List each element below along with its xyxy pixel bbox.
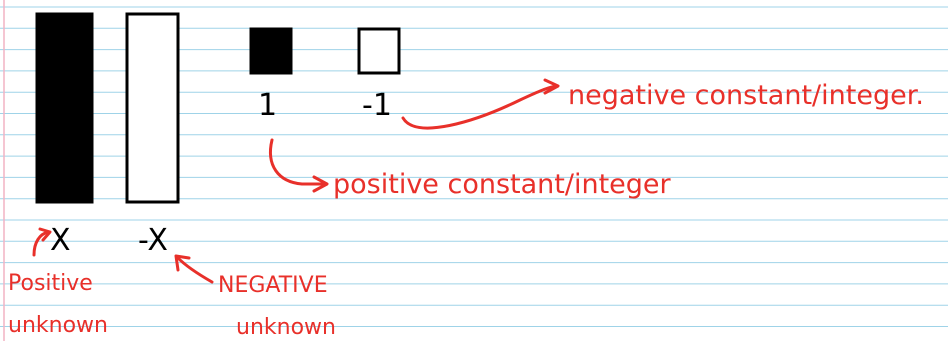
positive-unknown-tile: [35, 12, 94, 204]
negative-constant-label: negative constant/integer.: [568, 80, 924, 111]
negative-constant-tile: [357, 27, 401, 75]
negative-constant-arrowhead: [543, 78, 560, 95]
negative-unknown-arrowhead: [174, 254, 191, 272]
negative-unknown-symbol: -X: [138, 223, 168, 258]
positive-constant-symbol: 1: [258, 88, 277, 123]
negative-constant-symbol: -1: [362, 88, 392, 123]
positive-unknown-arrow: [32, 230, 50, 257]
negative-constant-arrow: [401, 84, 558, 130]
positive-constant-arrowhead: [312, 175, 329, 193]
negative-unknown-arrow: [176, 256, 214, 284]
positive-unknown-symbol: X: [50, 223, 71, 258]
positive-constant-label: positive constant/integer: [333, 169, 672, 200]
negative-unknown-tile: [125, 12, 180, 204]
negative-unknown-label-line1: NEGATIVE: [218, 273, 328, 298]
positive-unknown-label-line1: Positive: [8, 271, 93, 296]
negative-unknown-label-line2: unknown: [236, 315, 336, 340]
positive-unknown-label-line2: unknown: [8, 313, 108, 338]
positive-constant-arrow: [269, 138, 327, 186]
positive-unknown-arrowhead: [38, 227, 52, 242]
positive-constant-tile: [249, 27, 293, 75]
